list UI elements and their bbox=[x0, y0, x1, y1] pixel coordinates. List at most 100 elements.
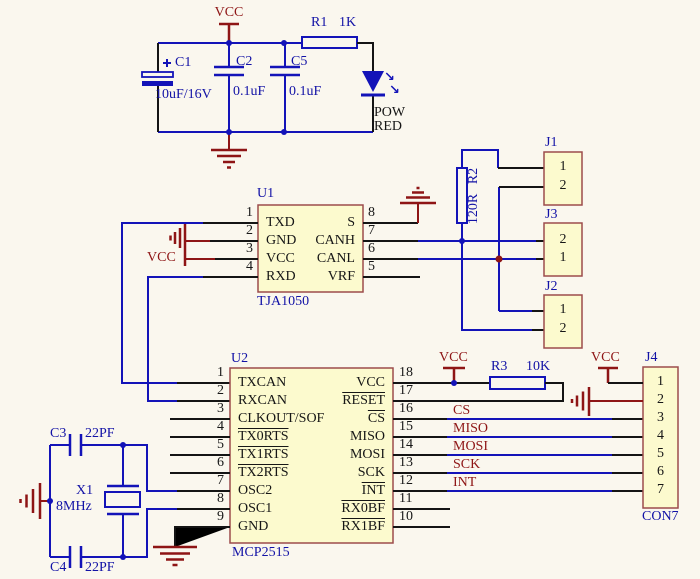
u1-txd-net-wire bbox=[121, 222, 230, 384]
c2-ref: C2 bbox=[236, 54, 253, 69]
u1-pin3-name: VCC bbox=[266, 251, 295, 266]
u2-pin18-name: VCC bbox=[356, 375, 385, 390]
j4-connector-body bbox=[642, 366, 679, 509]
u2-pin1-num: 1 bbox=[217, 365, 224, 380]
c1-capacitor bbox=[141, 59, 174, 86]
c2-capacitor bbox=[214, 43, 244, 132]
u1-rxd-net-wire bbox=[147, 276, 230, 402]
u1-pin2-name: GND bbox=[266, 233, 297, 248]
vcc-label-j4: VCC bbox=[591, 350, 620, 365]
u2-pin11-num: 11 bbox=[399, 491, 413, 506]
led-arrow-icon: ↘ bbox=[389, 83, 400, 98]
u2-chip-body bbox=[229, 367, 394, 544]
u2-pin17-name: RESET bbox=[342, 393, 385, 408]
u1-pin1-num: 1 bbox=[246, 205, 253, 220]
net-label-miso: MISO bbox=[453, 421, 489, 436]
u2-pin16-num: 16 bbox=[399, 401, 413, 416]
u2-pin12-name: INT bbox=[361, 483, 385, 498]
u2-pin3-name: CLKOUT/SOF bbox=[238, 411, 325, 426]
u1-pin7-num: 7 bbox=[368, 223, 375, 238]
j4-pin2-num: 2 bbox=[657, 392, 664, 407]
u2-pin11-name: RX0BF bbox=[341, 501, 385, 516]
c1-value: 10uF/16V bbox=[155, 87, 212, 102]
u2-pin9-name: GND bbox=[238, 519, 269, 534]
u1-vcc-gnd-symbol bbox=[169, 224, 215, 266]
x1-ref: X1 bbox=[76, 483, 94, 498]
junction-dots-can bbox=[459, 238, 503, 263]
j3-pin2-num: 2 bbox=[559, 232, 567, 247]
junction-dot-vcc-u2 bbox=[451, 380, 457, 386]
j3-connector-body bbox=[543, 222, 583, 277]
u1-ref: U1 bbox=[257, 186, 275, 201]
u2-part: MCP2515 bbox=[232, 545, 290, 560]
osc-pin-stubs bbox=[177, 490, 230, 510]
u2-pin5-name: TX1RTS bbox=[238, 447, 289, 462]
led-name-line2: RED bbox=[374, 119, 402, 134]
junction-dots-power bbox=[226, 40, 287, 135]
c5-ref: C5 bbox=[291, 54, 308, 69]
canh-wire bbox=[418, 240, 544, 331]
u1-pin5-name: VRF bbox=[327, 269, 355, 284]
c5-value: 0.1uF bbox=[289, 84, 322, 99]
led-name-line1: POW bbox=[374, 105, 406, 120]
u2-pin18-num: 18 bbox=[399, 365, 413, 380]
u2-pin8-name: OSC1 bbox=[238, 501, 273, 516]
u2-right-pin-stubs bbox=[393, 418, 450, 528]
u2-pin10-name: RX1BF bbox=[341, 519, 385, 534]
gnd-symbol-crystal bbox=[19, 483, 50, 519]
c4-capacitor bbox=[68, 546, 83, 568]
j2-pin1-num: 1 bbox=[559, 302, 567, 317]
u2-pin17-num: 17 bbox=[399, 383, 413, 398]
u2-pin15-num: 15 bbox=[399, 419, 413, 434]
j1-pin2-num: 2 bbox=[559, 178, 567, 193]
u2-pin16-name: CS bbox=[367, 411, 385, 426]
r3-ref: R3 bbox=[491, 359, 508, 374]
u1-pin8-num: 8 bbox=[368, 205, 375, 220]
u2-pin14-name: MOSI bbox=[349, 447, 385, 462]
net-label-mosi: MOSI bbox=[453, 439, 489, 454]
j3-ref: J3 bbox=[545, 207, 558, 222]
j4-pin7-num: 7 bbox=[657, 482, 664, 497]
c1-ref: C1 bbox=[175, 55, 192, 70]
vcc-symbol-j4 bbox=[598, 366, 618, 383]
u1-pin4-name: RXD bbox=[266, 269, 296, 284]
u1-pin-stubs bbox=[203, 222, 420, 278]
r1-resistor bbox=[301, 36, 358, 49]
u2-gnd-symbol bbox=[153, 545, 197, 567]
u1-chip-body bbox=[257, 204, 364, 293]
u2-pin4-name: TX0RTS bbox=[238, 429, 289, 444]
u2-pin7-num: 7 bbox=[217, 473, 224, 488]
vcc-symbol-top bbox=[219, 22, 239, 43]
spi-net-wires bbox=[447, 418, 643, 492]
x1-value: 8MHz bbox=[56, 499, 92, 514]
u2-pin6-num: 6 bbox=[217, 455, 224, 470]
r1-ref: R1 bbox=[311, 15, 328, 30]
u2-pin1-name: TXCAN bbox=[238, 375, 287, 390]
u2-ref: U2 bbox=[231, 351, 249, 366]
u2-pin9-num: 9 bbox=[217, 509, 224, 524]
j4-ref: J4 bbox=[645, 350, 658, 365]
j2-ref: J2 bbox=[545, 279, 558, 294]
u2-pin13-name: SCK bbox=[357, 465, 385, 480]
vcc-label-top: VCC bbox=[214, 5, 244, 20]
u1-part: TJA1050 bbox=[257, 294, 310, 309]
u1-pin1-name: TXD bbox=[266, 215, 295, 230]
x1-crystal bbox=[104, 484, 141, 516]
r1-value: 1K bbox=[339, 15, 357, 30]
u2-pin15-name: MISO bbox=[349, 429, 385, 444]
r3-value: 10K bbox=[526, 359, 551, 374]
u2-pin6-name: TX2RTS bbox=[238, 465, 289, 480]
led-arrow-icon: ↘ bbox=[384, 70, 395, 85]
j4-pin4-num: 4 bbox=[657, 428, 664, 443]
u2-pin2-name: RXCAN bbox=[238, 393, 288, 408]
c3-value: 22PF bbox=[85, 426, 115, 441]
u1-pin5-num: 5 bbox=[368, 259, 375, 274]
u2-pin14-num: 14 bbox=[399, 437, 413, 452]
j1-ref: J1 bbox=[545, 135, 558, 150]
crystal-circuit-wires bbox=[49, 444, 177, 558]
gnd-symbol-top bbox=[211, 132, 247, 169]
vcc-label-u2: VCC bbox=[439, 350, 468, 365]
u1-pin4-num: 4 bbox=[246, 259, 253, 274]
